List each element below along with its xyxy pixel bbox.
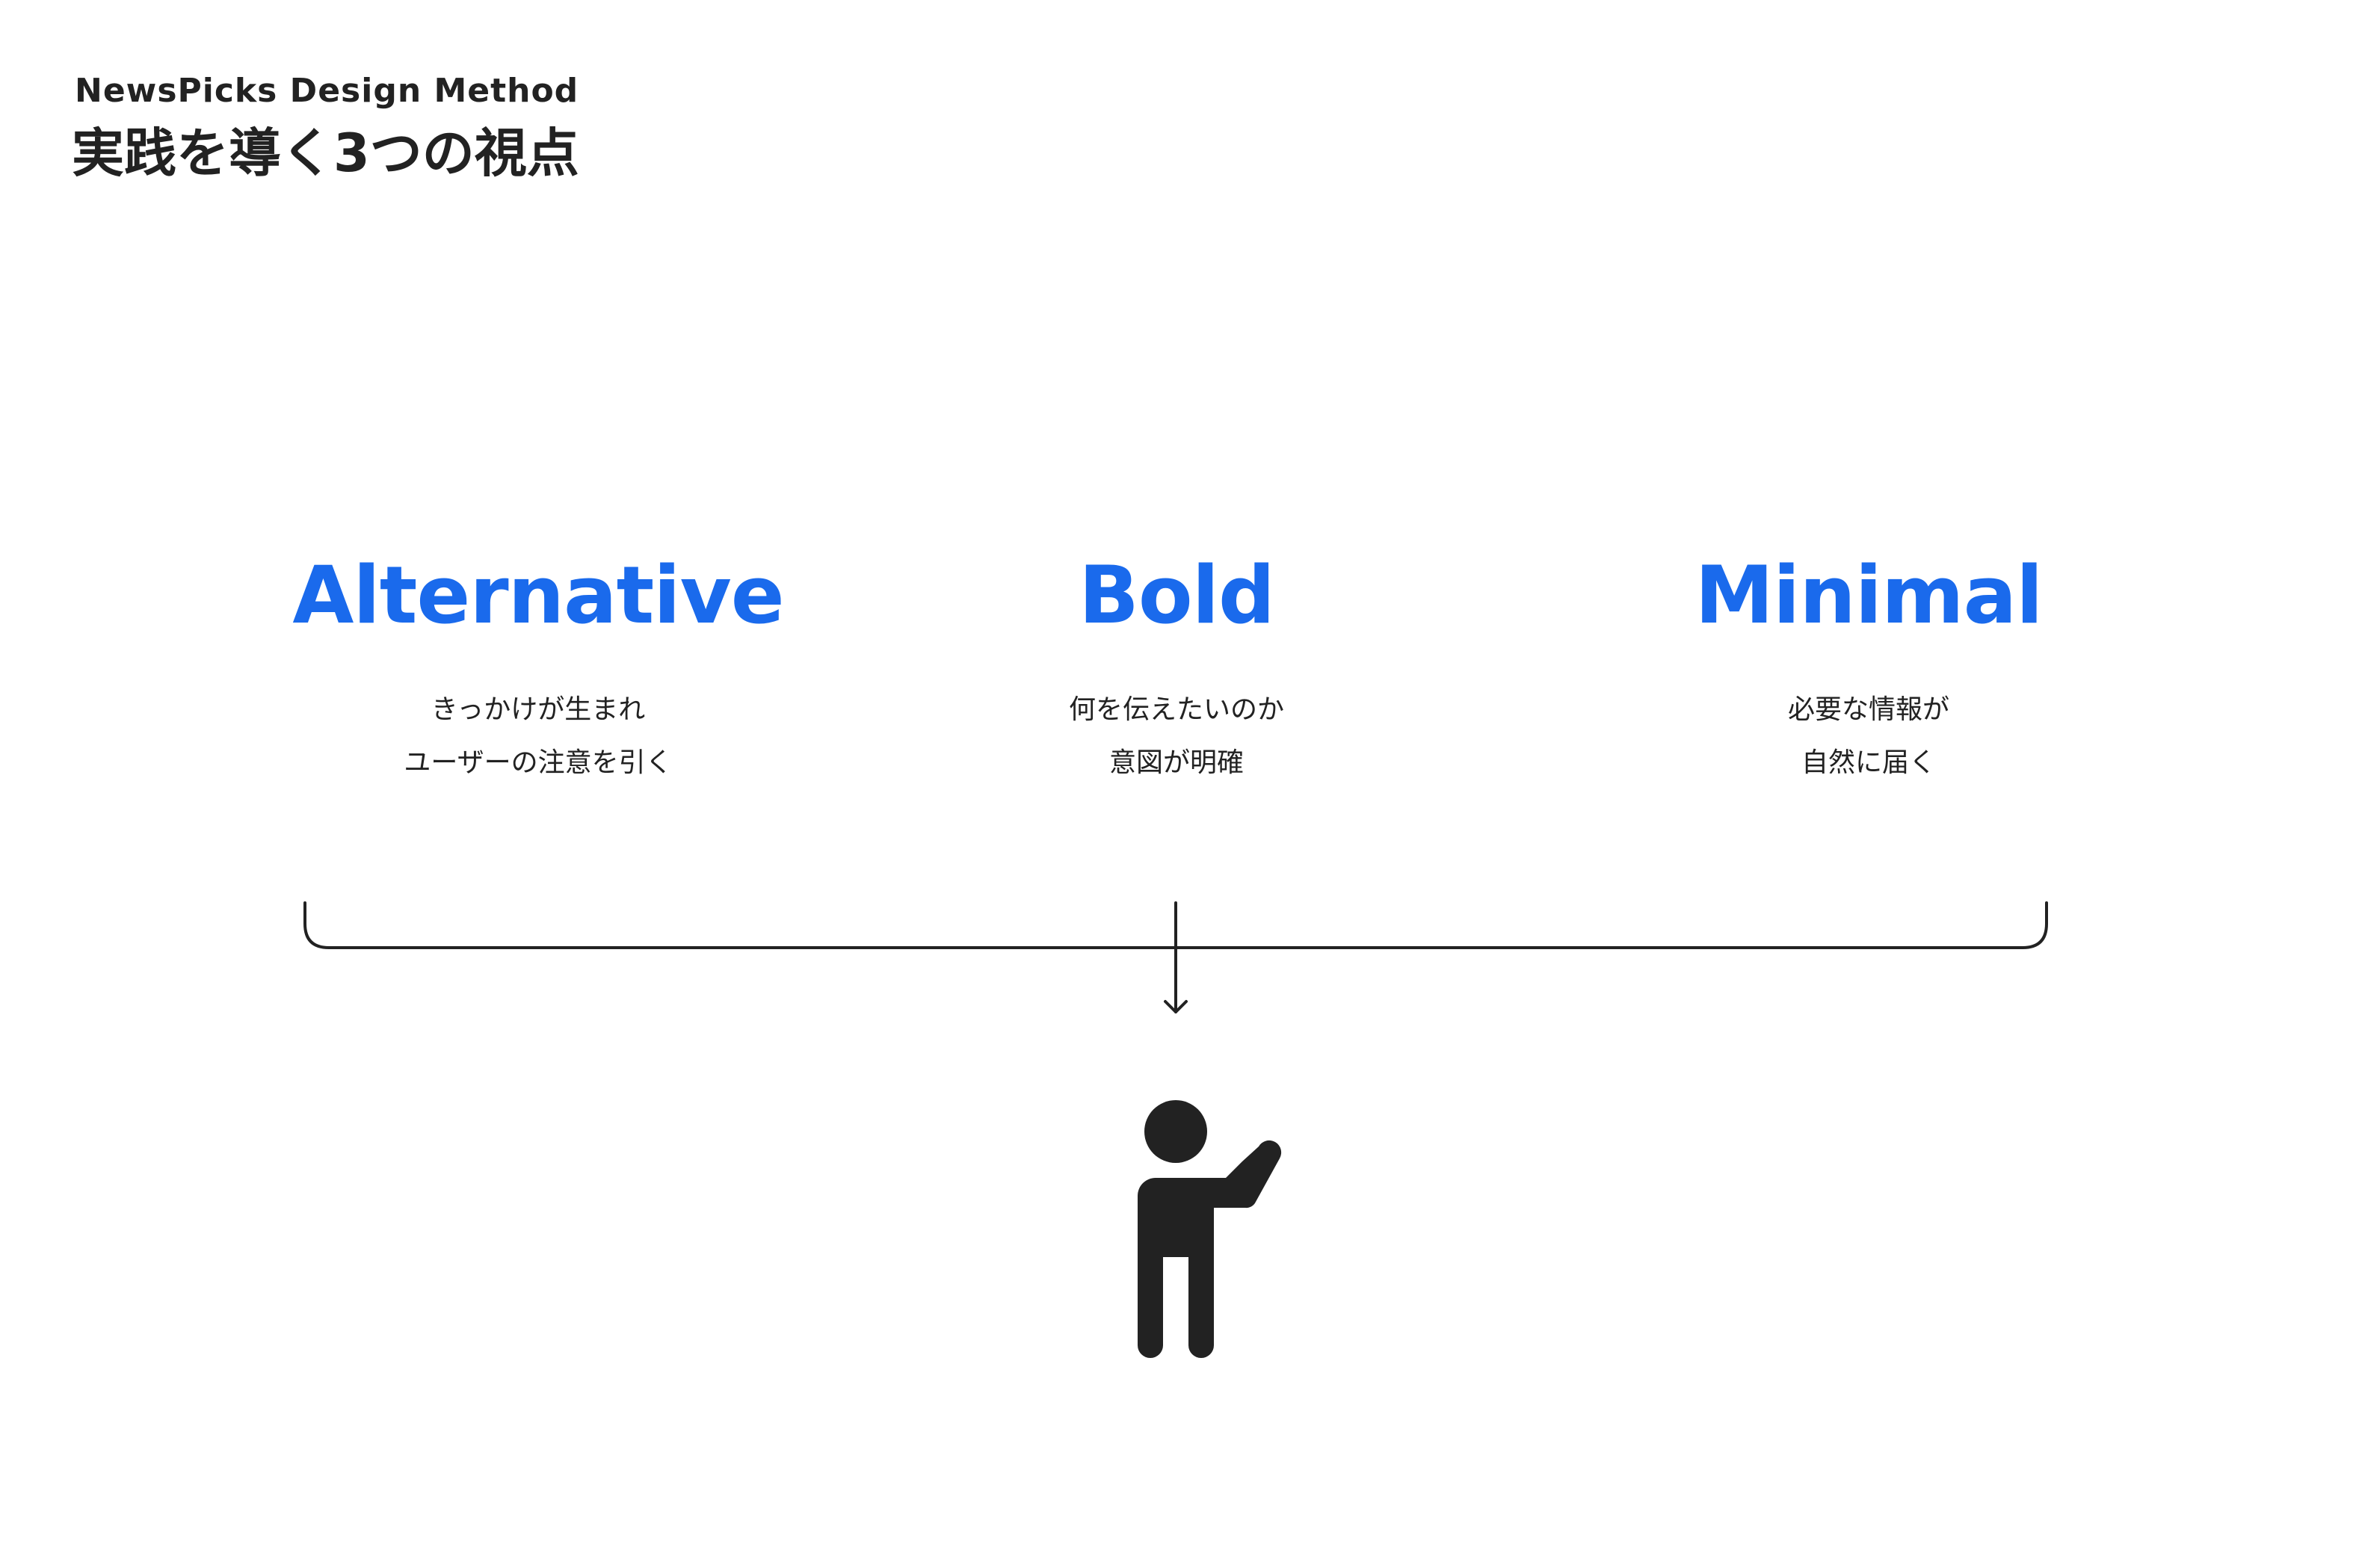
person-icon bbox=[1138, 1100, 1282, 1358]
page-title: 実践を導く3つの視点 bbox=[72, 123, 579, 184]
pillar-description-bold: 何を伝えたいのか 意図が明確 bbox=[840, 683, 1513, 789]
arrow-down-icon bbox=[1164, 901, 1188, 1013]
pillar-title-bold: Bold bbox=[1079, 549, 1275, 641]
pillar-description-line: 自然に届く bbox=[1801, 747, 1936, 778]
pillar-description-alternative: きっかけが生まれ ユーザーの注意を引く bbox=[202, 683, 875, 789]
pillar-alternative: Alternative きっかけが生まれ ユーザーの注意を引く bbox=[202, 547, 875, 789]
pillar-description-line: 必要な情報が bbox=[1787, 694, 1949, 725]
header: NewsPicks Design Method 実践を導く3つの視点 bbox=[72, 69, 579, 187]
pillar-bold: Bold 何を伝えたいのか 意図が明確 bbox=[840, 547, 1513, 789]
pillar-title-alternative: Alternative bbox=[292, 549, 784, 641]
pillar-description-line: 意図が明確 bbox=[1108, 747, 1244, 778]
pillar-minimal: Minimal 必要な情報が 自然に届く bbox=[1532, 547, 2205, 789]
pillar-description-minimal: 必要な情報が 自然に届く bbox=[1532, 683, 2205, 789]
pillar-description-line: きっかけが生まれ bbox=[431, 694, 646, 725]
pillar-description-line: 何を伝えたいのか bbox=[1068, 694, 1284, 725]
pillar-title-minimal: Minimal bbox=[1694, 549, 2044, 641]
pillar-description-line: ユーザーの注意を引く bbox=[404, 747, 673, 778]
brand-label: NewsPicks Design Method bbox=[75, 72, 579, 110]
